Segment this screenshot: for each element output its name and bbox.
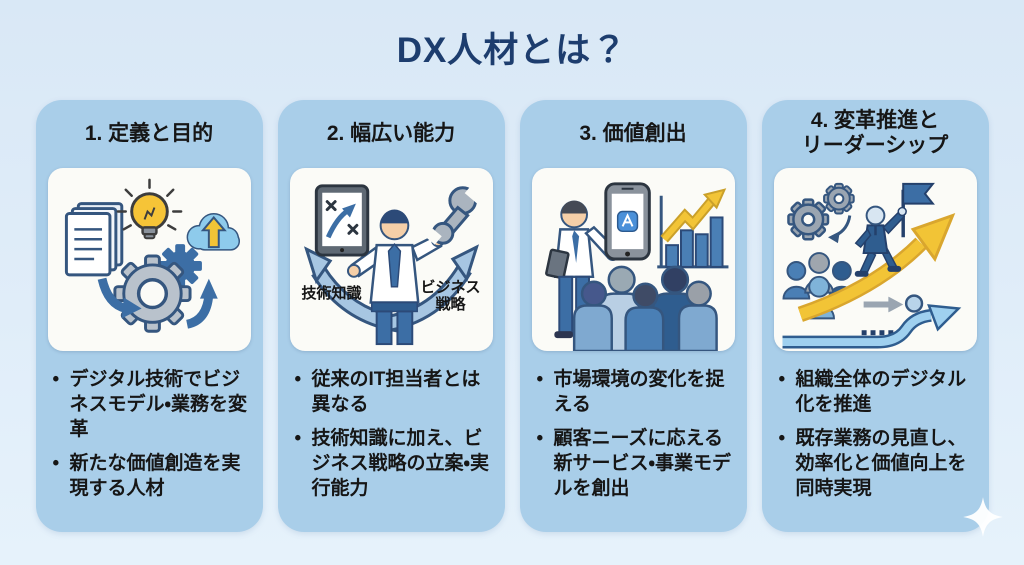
leadership-bullets: 組織全体のデジタル化を推進 既存業務の見直し、効率化と価値向上を同時実現 [774,367,977,501]
rising-arrow-icon [797,212,955,322]
value-creation-illustration [531,168,735,351]
tech-knowledge-label: 技術知識 [301,285,362,302]
bullet-item: 従来のIT担当者とは異なる [294,367,491,417]
wavy-path-arrow-icon [782,304,961,349]
abilities-illustration-svg [303,184,484,346]
card-leadership-header: 4. 変革推進と リーダーシップ [801,109,949,157]
bullet-item: 顧客ニーズに応える新サービス・事業モデルを創出 [536,426,733,501]
definition-illustration-svg [64,178,240,333]
diverging-arrow-right-icon [381,244,479,333]
bullet-item: 市場環境の変化を捉える [536,367,733,417]
businessperson-icon [346,209,445,346]
card-value-creation-header: 3. 価値創出 [579,121,687,145]
card-abilities: 2. 幅広い能力 [277,100,505,532]
step-arrow-icon [863,294,923,313]
bullet-item: 既存業務の見直し、効率化と価値向上を同時実現 [778,426,975,501]
cards-row: 1. 定義と目的 [0,100,1024,532]
card-value-creation: 3. 価値創出 [519,100,747,532]
abilities-illustration: 技術知識 ビジネス戦略 [289,168,493,351]
page-title: DX人材とは？ [396,31,628,70]
definition-illustration [47,168,251,351]
cloud-up-arrow-icon [200,215,227,249]
definition-bullets: デジタル技術でビジネスモデル・業務を変革 新たな価値創造を実現する人材 [48,367,251,501]
lightbulb-icon [116,178,182,240]
card-abilities-header: 2. 幅広い能力 [326,121,456,145]
bullet-item: 新たな価値創造を実現する人材 [52,451,249,501]
card-definition: 1. 定義と目的 [35,100,263,532]
bullet-item: 技術知識に加え、ビジネス戦略の立案・実行能力 [294,426,491,501]
gears-icon [786,182,855,244]
growth-bar-chart-icon [656,188,728,269]
leader-with-flag-icon [854,182,935,277]
audience-crowd-icon [572,265,718,351]
value-creation-bullets: 市場環境の変化を捉える 顧客ニーズに応える新サービス・事業モデルを創出 [532,367,735,501]
bullet-item: デジタル技術でビジネスモデル・業務を変革 [52,367,249,442]
smartphone-app-icon [603,182,651,261]
sparkle-icon [963,497,1003,537]
wrench-icon [425,184,484,245]
abilities-bullets: 従来のIT担当者とは異なる 技術知識に加え、ビジネス戦略の立案・実行能力 [290,367,493,501]
value-creation-illustration-svg [544,182,728,351]
tablet-strategy-icon [314,184,369,257]
documents-icon [64,202,123,277]
card-definition-header: 1. 定義と目的 [84,121,214,145]
leadership-illustration-svg [782,182,961,349]
business-strategy-label: ビジネス戦略 [420,279,481,313]
gear-icon [112,254,192,333]
card-leadership: 4. 変革推進と リーダーシップ [761,100,989,532]
cloud-upload-icon [186,213,240,251]
flow-arrow-left-icon [97,277,142,319]
bullet-item: 組織全体のデジタル化を推進 [778,367,975,417]
leadership-illustration [773,168,977,351]
flow-arrow-right-icon [185,278,218,329]
